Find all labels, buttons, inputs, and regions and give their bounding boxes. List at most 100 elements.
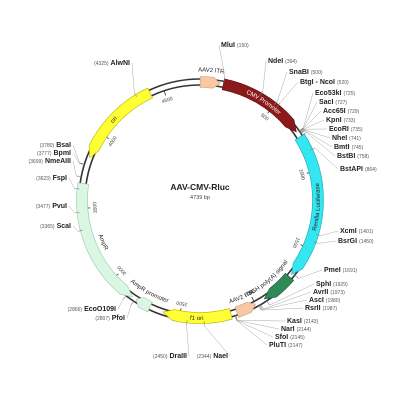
site-label: SnaBI(500) [289, 69, 323, 76]
feature-label-text: Renilla Luciferase [312, 182, 322, 231]
site-name: PmeI [324, 267, 341, 274]
site-label: (3477)PvuI [36, 203, 67, 210]
site-position: (745) [352, 145, 364, 151]
site-name: NdeI [268, 58, 283, 65]
site-label: (3699)NmeAIII [28, 158, 71, 165]
site-position: (725) [343, 91, 355, 97]
site-tick [186, 320, 188, 326]
site-label: BstAPI(864) [340, 166, 377, 173]
feature-label-renilla-luciferase: Renilla Luciferase [312, 182, 322, 231]
site-position: (864) [365, 167, 377, 173]
site-tick [301, 132, 307, 136]
feature-ampr-promoter [135, 297, 153, 313]
site-position: PfoI [112, 315, 125, 322]
site-leader [261, 307, 304, 311]
site-label: Acc65I(729) [323, 108, 360, 115]
tick-label: 500 [259, 113, 269, 123]
site-label: MluI(150) [221, 42, 249, 49]
feature-aav2-itr-right [234, 301, 256, 318]
site-label: SacI(727) [319, 99, 347, 106]
site-name: BmtI [334, 144, 350, 151]
site-label: (3777)BpmI [37, 150, 71, 157]
site-name: (3477) [36, 204, 51, 210]
site-label: EcoRI(735) [329, 126, 363, 133]
feature-f1-ori [162, 308, 233, 324]
site-label: BstBI(758) [337, 153, 369, 160]
site-tick [294, 275, 299, 279]
site-position: BsaI [56, 142, 71, 149]
site-position: (150) [237, 43, 249, 49]
feature-renilla-luciferase [291, 133, 324, 276]
site-name: (2866) [68, 307, 83, 313]
site-tick [299, 127, 304, 132]
site-label: (3623)FspI [36, 175, 67, 182]
site-position: (735) [351, 127, 363, 133]
site-name: PluTI [269, 342, 286, 349]
site-label: NarI(2144) [281, 326, 311, 333]
site-group: MluI(150)NdeI(394)SnaBI(500)BtgI - NcoI(… [28, 42, 376, 360]
feature-label-text: ori [110, 115, 119, 124]
site-name: NheI [332, 135, 347, 142]
site-tick [130, 301, 134, 306]
site-position: (2147) [288, 343, 303, 349]
site-name: SnaBI [289, 69, 309, 76]
site-position: (1929) [333, 282, 348, 288]
feature-ori [88, 87, 153, 159]
site-position: (741) [349, 136, 361, 142]
site-label: XcmI(1401) [340, 228, 374, 235]
site-label: (2866)EcoO109I [68, 306, 116, 313]
site-name: AvrII [313, 289, 328, 296]
tick-mark [163, 90, 167, 96]
site-position: (1401) [359, 229, 374, 235]
site-tick [134, 92, 138, 97]
tick-label: 1500 [291, 236, 301, 249]
site-leader [318, 240, 337, 244]
feature-label-f1-ori: f1 ori [190, 315, 204, 321]
site-name: (3699) [28, 159, 43, 165]
site-leader [131, 62, 135, 93]
site-tick [235, 315, 238, 321]
site-tick [300, 129, 305, 134]
site-leader [237, 320, 280, 330]
site-name: BtgI - NcoI [300, 79, 335, 86]
site-position: (2143) [304, 319, 319, 325]
site-position: (520) [337, 80, 349, 86]
site-position: EcoO109I [84, 306, 116, 313]
site-name: (4325) [94, 61, 109, 67]
site-tick [299, 127, 304, 131]
site-leader [320, 230, 339, 236]
site-position: (2145) [290, 335, 305, 341]
site-name: Acc65I [323, 108, 346, 115]
site-tick [276, 102, 281, 107]
site-leader [298, 269, 323, 279]
site-leader [72, 152, 80, 164]
site-tick [299, 128, 305, 133]
site-tick [299, 128, 305, 133]
site-label: BtgI - NcoI(520) [300, 79, 349, 86]
feature-aav2-itr-left [199, 76, 221, 89]
site-label: SphI(1929) [316, 281, 348, 288]
site-label: BsrGI(1450) [338, 238, 374, 245]
site-label: KpnI(733) [326, 117, 356, 124]
site-label: AvrII(1973) [313, 289, 345, 296]
site-position: BpmI [54, 150, 72, 157]
tick-label: 2500 [176, 299, 188, 307]
site-name: (2344) [197, 354, 212, 360]
site-position: PvuI [52, 203, 67, 210]
tick-mark [251, 296, 255, 302]
site-tick [74, 212, 80, 214]
site-label: RsrII(1987) [305, 305, 337, 312]
feature-ampr [76, 182, 133, 298]
site-position: (727) [335, 100, 347, 106]
site-label: NheI(741) [332, 135, 361, 142]
site-position: (394) [285, 59, 297, 65]
site-tick [258, 305, 262, 311]
site-label: (2344)NaeI [197, 353, 228, 360]
site-leader [262, 299, 308, 310]
site-tick [259, 305, 263, 310]
site-label: (3780)BsaI [40, 142, 71, 149]
site-leader [305, 130, 333, 148]
site-leader [236, 320, 268, 346]
site-label: (4325)AlwNI [94, 60, 130, 67]
